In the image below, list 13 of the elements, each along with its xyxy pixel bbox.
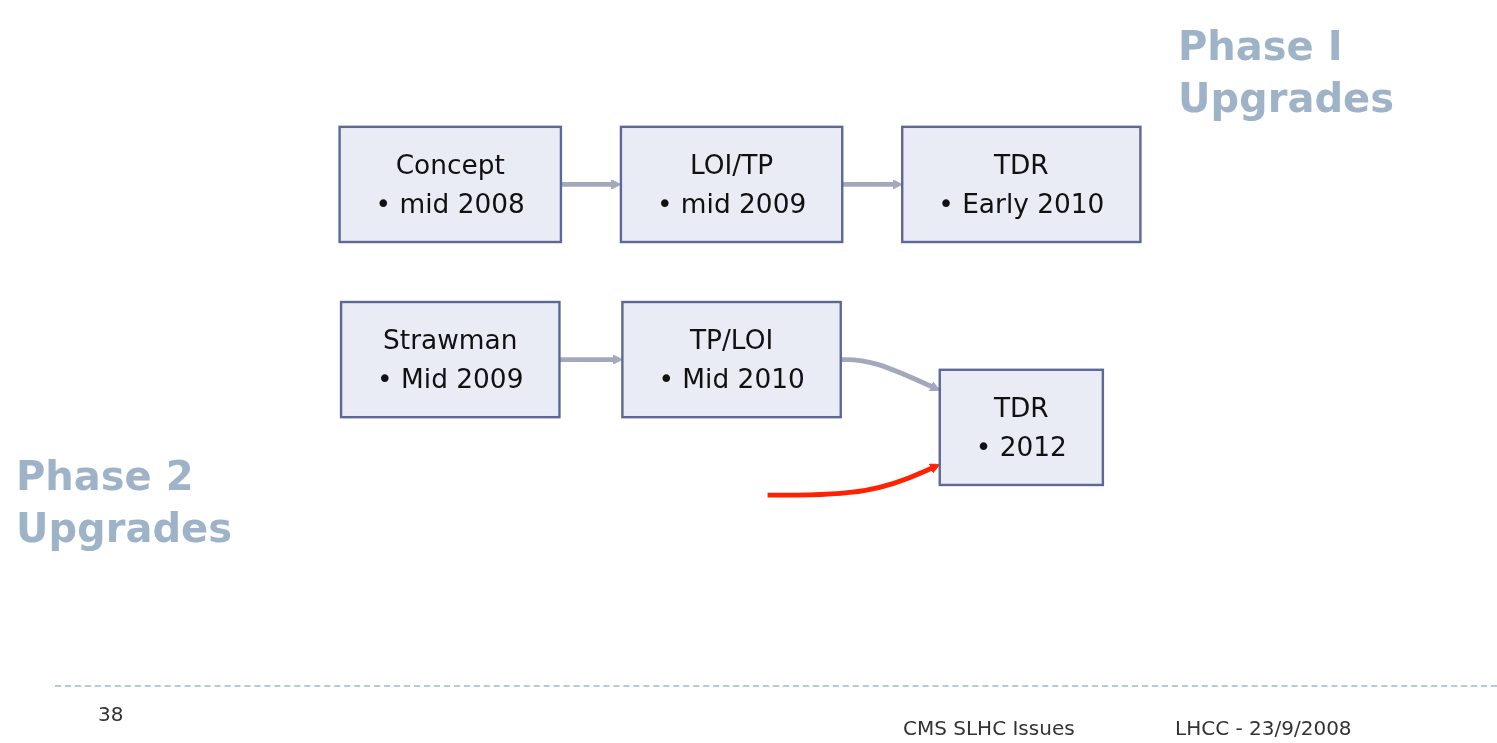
footer-text: LHCC - 23/9/2008 [1175,716,1352,740]
node-box: LOI/TP • mid 2009 [619,125,844,244]
node-box: Strawman • Mid 2009 [339,300,561,419]
page-number: 38 [98,702,124,726]
footer-text: CMS SLHC Issues [903,716,1075,740]
arrow [842,179,903,190]
arrow [559,354,623,365]
phase-heading: Phase I Upgrades [1178,22,1396,123]
node-box: TDR • Early 2010 [901,125,1142,244]
node-box: TP/LOI • Mid 2010 [621,300,842,419]
phase-heading: Phase 2 Upgrades [16,452,234,553]
node-box: TDR • 2012 [938,368,1105,487]
node-box: Concept • mid 2008 [338,125,563,244]
